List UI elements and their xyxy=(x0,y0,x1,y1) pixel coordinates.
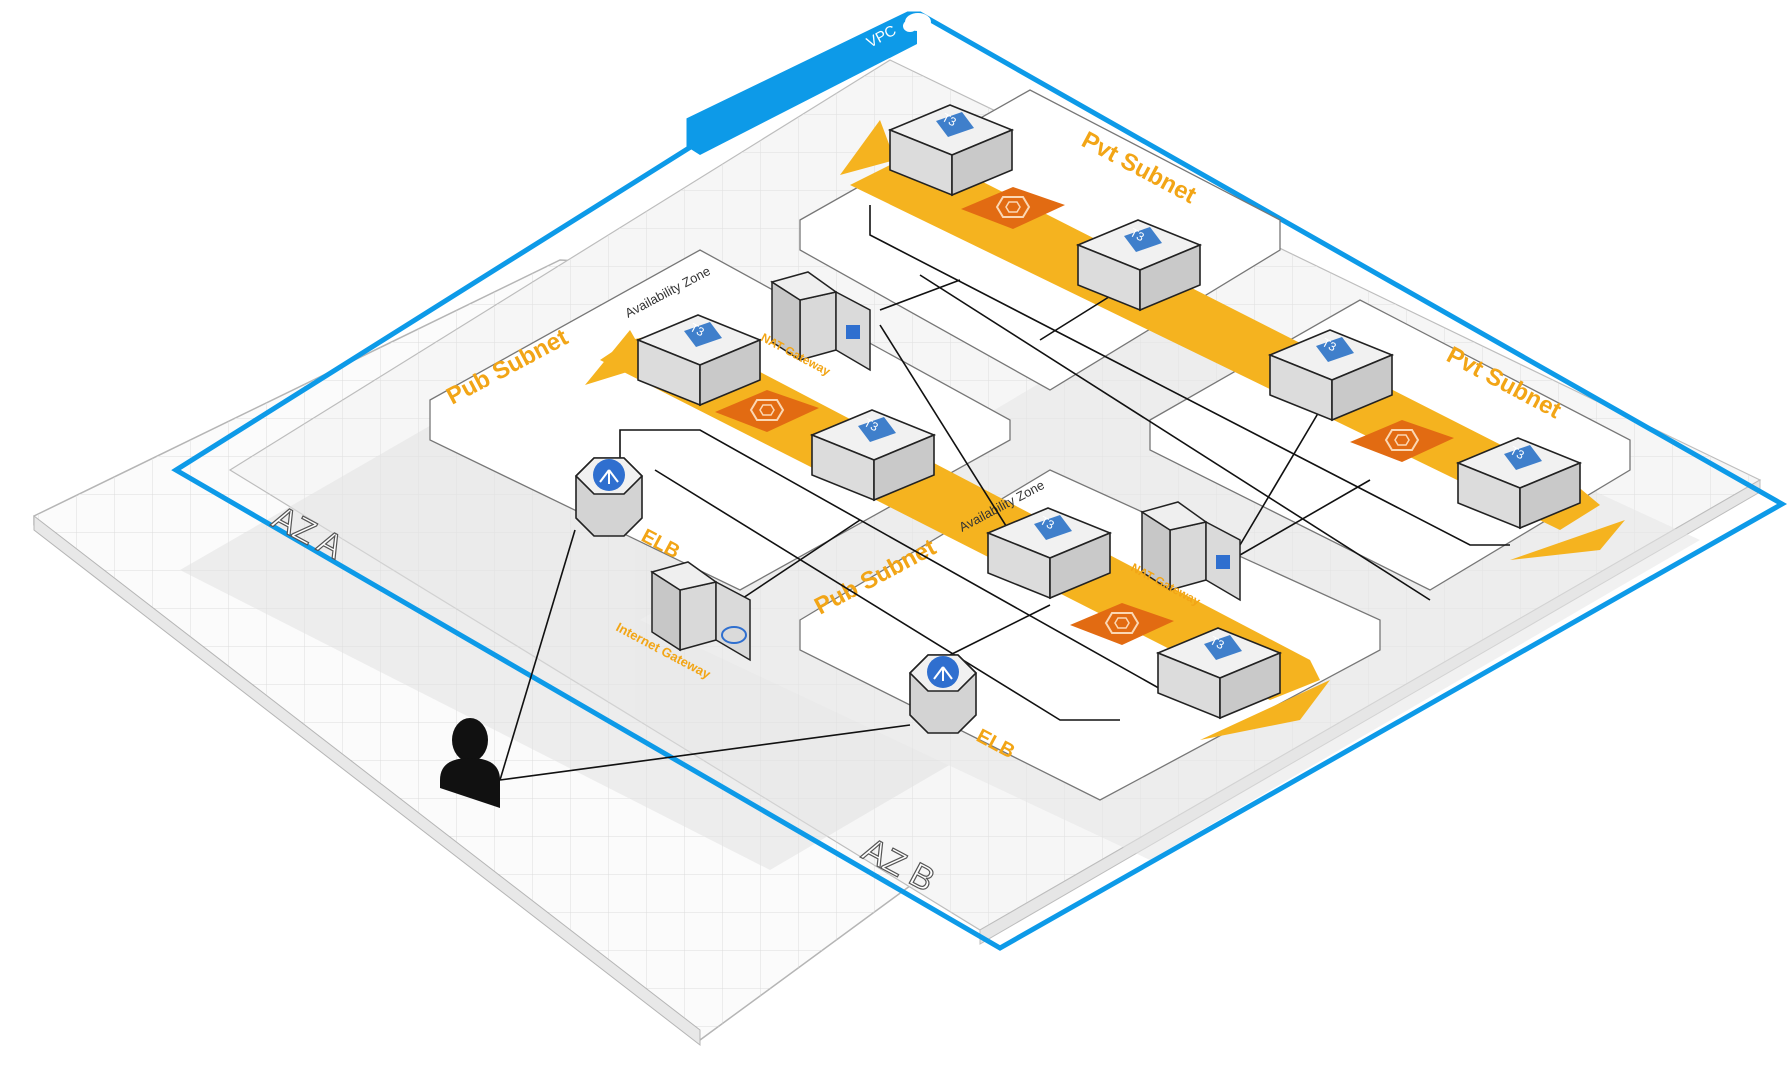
user-icon[interactable] xyxy=(440,718,500,808)
t3-label: T3 xyxy=(940,110,959,129)
t3-label: T3 xyxy=(1128,225,1147,244)
t3-label: T3 xyxy=(1208,633,1227,652)
nat-gateway-b[interactable] xyxy=(1141,501,1241,602)
cloud-icon xyxy=(903,13,931,32)
t3-label: T3 xyxy=(688,320,707,339)
t3-label: T3 xyxy=(1038,513,1057,532)
t3-labels: T3 T3 T3 T3 T3 T3 T3 T3 xyxy=(688,110,1527,652)
t3-label: T3 xyxy=(1508,443,1527,462)
nat-gateway-a[interactable] xyxy=(771,271,871,372)
t3-label: T3 xyxy=(862,415,881,434)
connection-lines xyxy=(499,205,1510,781)
elb-icon-a[interactable] xyxy=(575,457,643,537)
internet-gateway[interactable] xyxy=(651,561,751,662)
t3-label: T3 xyxy=(1320,335,1339,354)
elb-icon-b[interactable] xyxy=(909,654,977,734)
